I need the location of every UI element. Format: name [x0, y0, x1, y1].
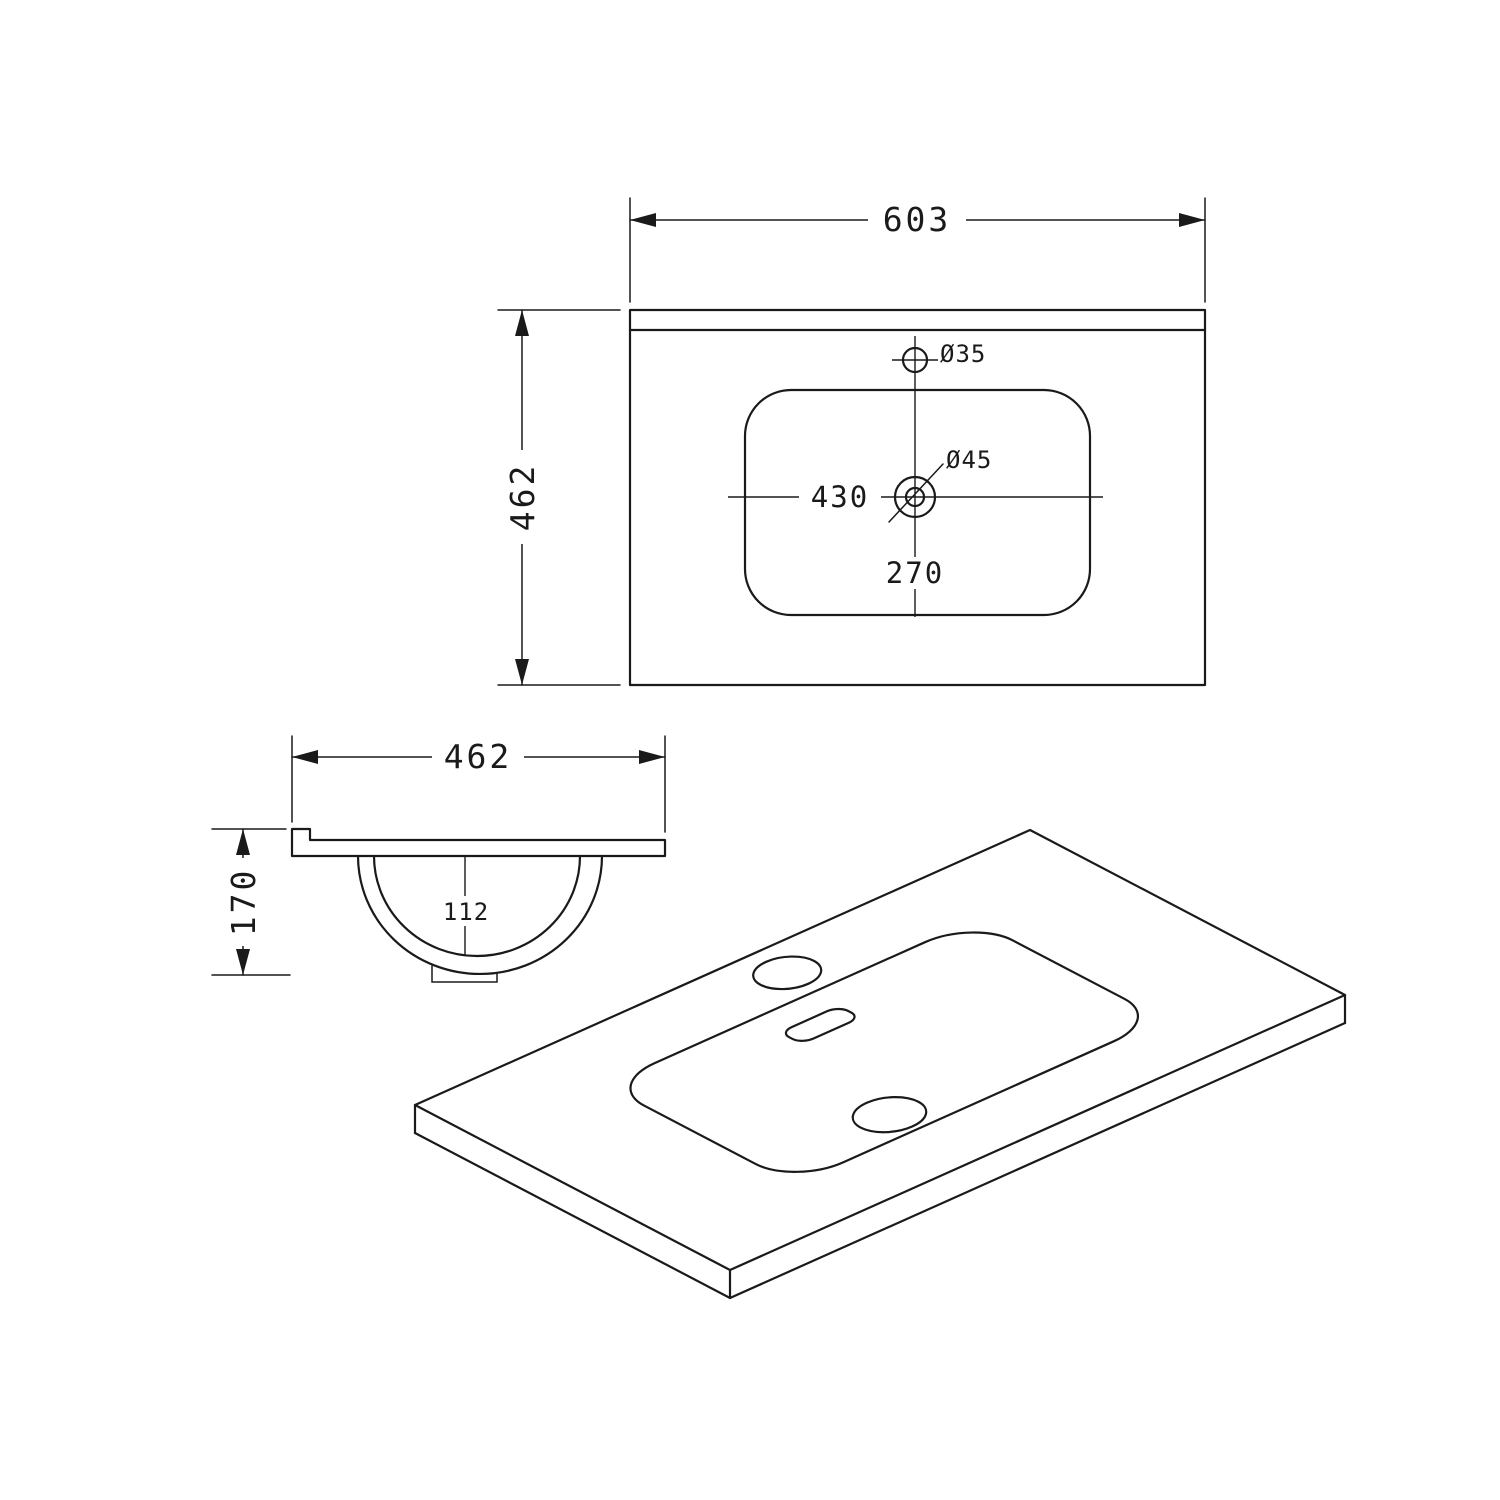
iso-top-face-group [415, 830, 1345, 1270]
iso-overflow-hole [780, 1006, 861, 1044]
iso-thickness-edges [413, 993, 1347, 1300]
arrowhead [236, 949, 250, 975]
top-view [628, 308, 1207, 687]
top-view-dimensions: 603 462 Ø35 Ø45 430 270 [497, 197, 1206, 686]
drain-leader-line [888, 463, 944, 523]
label-mask [228, 858, 260, 946]
iso-basin-outline [605, 920, 1163, 1184]
label-faucet-dia: Ø35 [940, 340, 986, 368]
arrowhead [639, 750, 665, 764]
label-mask [879, 557, 951, 589]
dim-430-text: 430 [811, 480, 869, 514]
iso-faucet-hole [739, 950, 834, 996]
bowl-inner-wall [372, 854, 582, 958]
arrowhead [515, 659, 529, 685]
dim-603-text: 603 [883, 200, 952, 239]
label-drain-dia: Ø45 [946, 446, 992, 474]
basin-outer-edge [628, 308, 1207, 687]
label-mask [868, 202, 966, 238]
label-mask [506, 450, 540, 544]
label-mask [799, 481, 881, 513]
iso-top-face [415, 830, 1345, 1270]
iso-drain-hole [838, 1090, 941, 1140]
drain-boss-step [431, 965, 498, 983]
dim-270-text: 270 [886, 556, 944, 590]
isometric-view [413, 830, 1347, 1300]
dim-170-text: 170 [224, 868, 263, 937]
drain-hole-inner [904, 486, 926, 508]
dim-462-left-text: 462 [503, 463, 542, 532]
label-mask [440, 896, 492, 926]
side-view: 112 [290, 827, 667, 983]
basin-bowl-outline [743, 388, 1092, 617]
bowl-outer-wall [356, 854, 604, 976]
arrowhead [1179, 213, 1205, 227]
drain-hole-outer [893, 475, 937, 519]
side-view-dimensions: 462 170 [211, 735, 666, 976]
dim-112-text: 112 [443, 898, 489, 926]
dim-462-side-text: 462 [444, 737, 513, 776]
arrowhead [630, 213, 656, 227]
label-mask [432, 740, 524, 774]
arrowhead [515, 310, 529, 336]
side-slab-profile [290, 827, 667, 858]
arrowhead [292, 750, 318, 764]
arrowhead [236, 829, 250, 855]
iso-bottom-outline [413, 1021, 1347, 1300]
